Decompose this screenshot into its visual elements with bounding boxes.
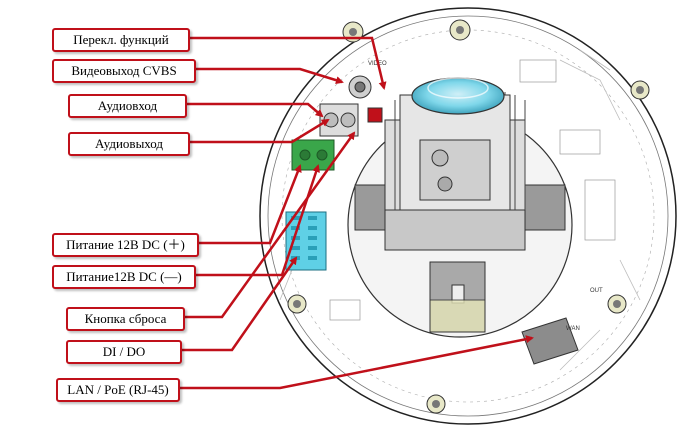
arrow-func-switch [190, 36, 387, 90]
screw-bottom [426, 394, 446, 414]
callout-arrows [180, 36, 534, 390]
label-power-minus: Питание12В DC (―) [52, 265, 196, 289]
audio-out-jack [340, 112, 356, 128]
board-label-out: OUT [590, 288, 603, 294]
label-power-plus: Питание 12В DC (＋) [52, 233, 199, 257]
lens-module [347, 77, 573, 338]
power-terminal-block [291, 139, 335, 171]
screw-left-bottom [287, 294, 307, 314]
lan-port-area: WAN [521, 317, 580, 365]
label-audio-in: Аудиовход [68, 94, 187, 118]
arrow-power-minus [196, 164, 320, 277]
label-reset: Кнопка сброса [66, 307, 185, 331]
arrow-power-plus [199, 164, 302, 245]
arrow-lan [180, 335, 534, 390]
lens-glass [411, 77, 505, 115]
label-video-out: Видеовыход CVBS [52, 59, 196, 83]
label-dido: DI / DO [66, 340, 182, 364]
label-audio-out: Аудиовыход [68, 132, 190, 156]
arrow-video-out [196, 67, 344, 85]
screw-right-top [630, 80, 650, 100]
arrow-dido [182, 256, 298, 352]
arrow-audio-out [190, 118, 330, 144]
function-switch-component [367, 107, 383, 123]
screw-top-right [449, 19, 471, 41]
board-label-wan: WAN [566, 326, 580, 332]
arrow-reset [185, 131, 356, 319]
video-cvbs-connector [348, 75, 372, 99]
label-lan: LAN / PoE (RJ-45) [56, 378, 180, 402]
screw-right-bottom [607, 294, 627, 314]
arrow-audio-in [187, 102, 324, 118]
label-func-switch: Перекл. функций [52, 28, 190, 52]
